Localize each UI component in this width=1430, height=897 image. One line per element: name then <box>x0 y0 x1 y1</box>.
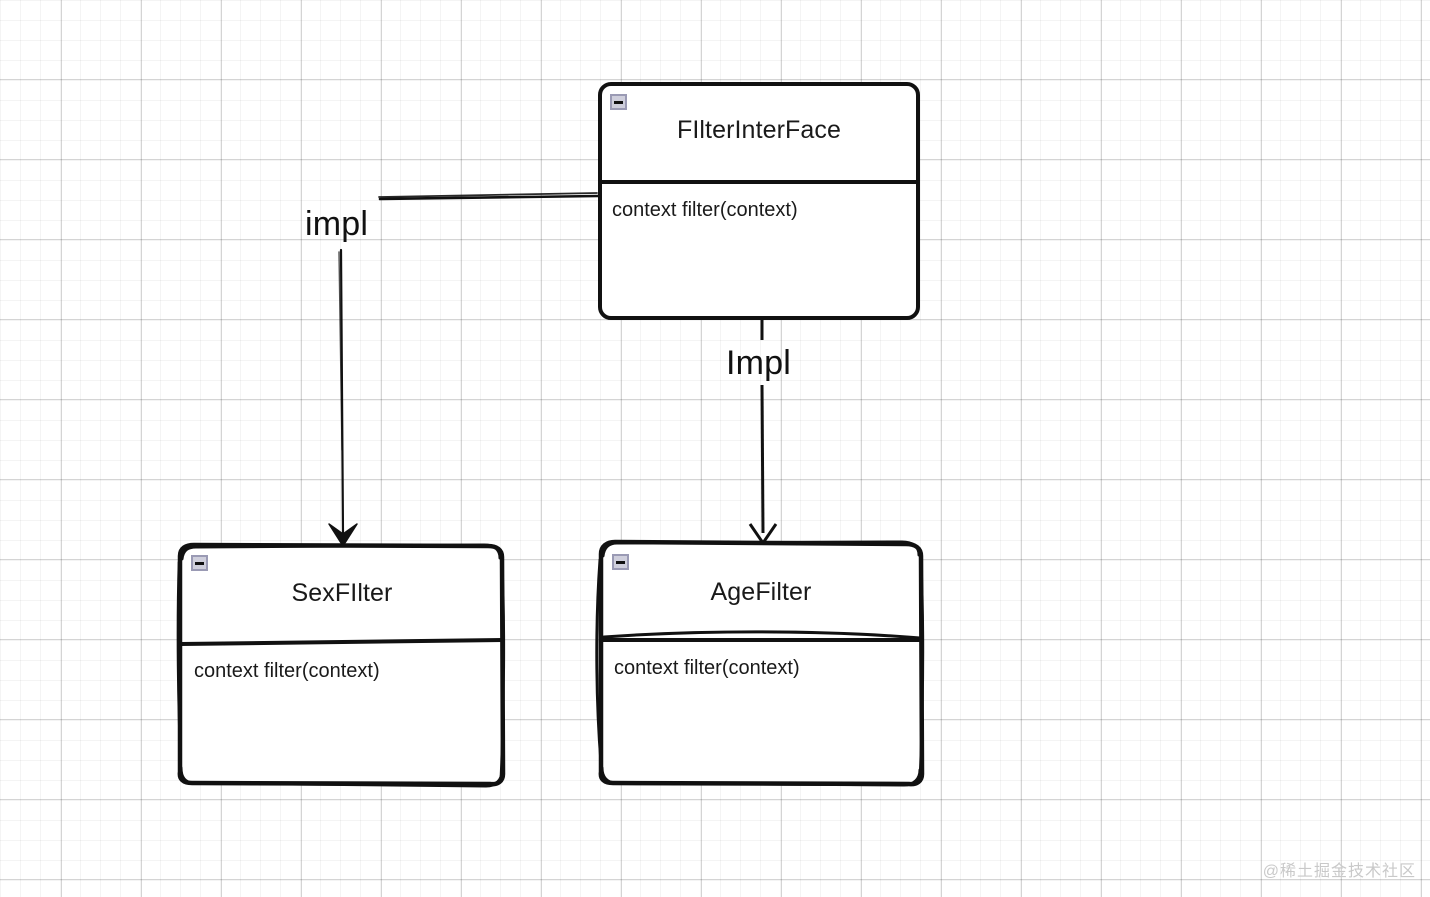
class-name-label: FIlterInterFace <box>676 116 842 144</box>
edge-label-impl-sexfilter: impl <box>305 205 369 243</box>
class-box-outline <box>595 539 925 787</box>
class-box-filter-interface[interactable]: FIlterInterFace context filter(context) <box>598 82 920 320</box>
class-name-label: SexFIlter <box>291 579 393 607</box>
class-box-sex-filter[interactable]: SexFIlter context filter(context) <box>172 536 512 794</box>
edge-label-impl-agefilter: Impl <box>726 344 792 382</box>
class-method-label: context filter(context) <box>614 657 800 679</box>
class-box-outline <box>176 542 506 788</box>
class-box-age-filter[interactable]: AgeFilter context filter(context) <box>592 534 930 794</box>
minus-icon[interactable] <box>191 555 208 571</box>
class-method-label: context filter(context) <box>194 660 380 682</box>
watermark: @稀土掘金技术社区 <box>1262 863 1416 880</box>
minus-icon[interactable] <box>612 554 629 570</box>
minus-icon[interactable] <box>610 94 627 110</box>
class-box-outline <box>598 82 920 320</box>
class-method-label: context filter(context) <box>612 199 798 221</box>
class-name-label: AgeFilter <box>710 578 812 606</box>
connector-impl-sexfilter <box>328 192 600 547</box>
